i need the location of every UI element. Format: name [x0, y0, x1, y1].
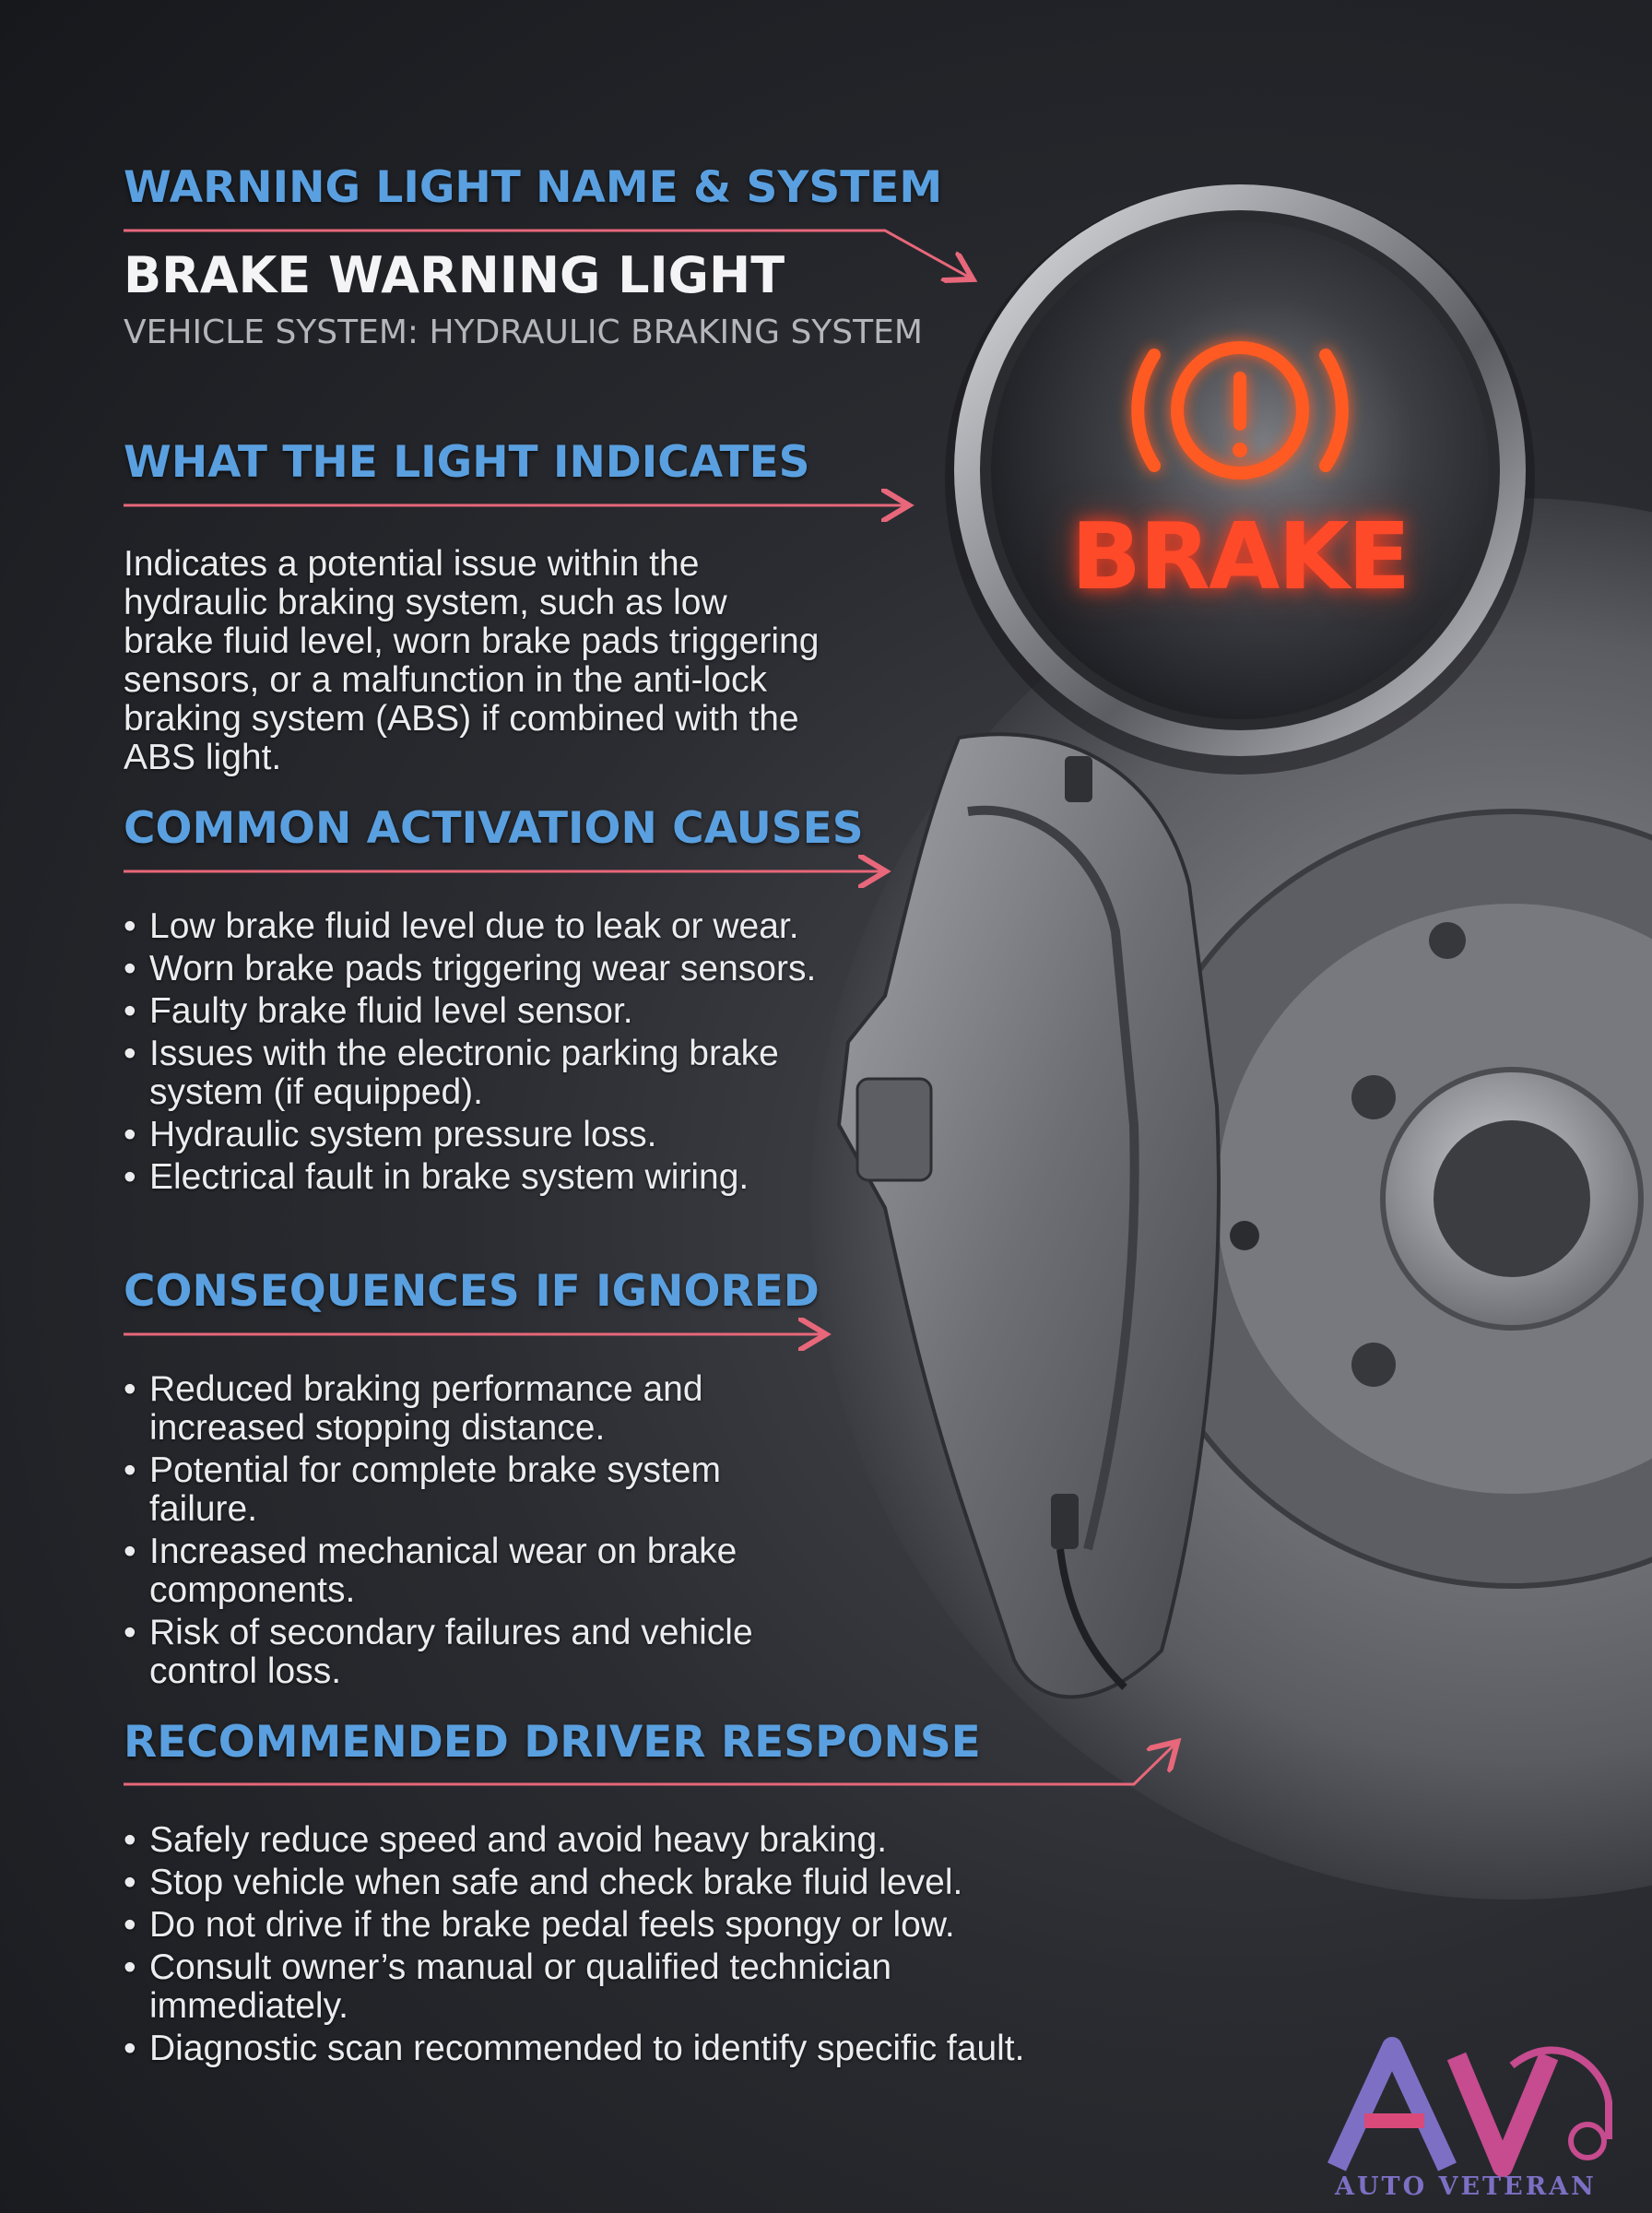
- brake-warning-icon: [1131, 341, 1349, 479]
- list-item: Stop vehicle when safe and check brake f…: [124, 1864, 1092, 1903]
- consequences-list: Reduced braking performance and increase…: [124, 1370, 769, 1691]
- list-item: Do not drive if the brake pedal feels sp…: [124, 1906, 1092, 1946]
- list-item: Faulty brake fluid level sensor.: [124, 992, 824, 1032]
- response-list: Safely reduce speed and avoid heavy brak…: [124, 1821, 1092, 2069]
- list-item: Increased mechanical wear on brake compo…: [124, 1533, 769, 1610]
- auto-veteran-logo-mark: [1328, 2037, 1612, 2177]
- auto-veteran-logo-text: AUTO VETERAN: [1335, 2172, 1597, 2201]
- list-item: Worn brake pads triggering wear sensors.: [124, 950, 824, 989]
- pointer-arrows: [124, 229, 1174, 1786]
- list-item: Electrical fault in brake system wiring.: [124, 1158, 824, 1198]
- heading-name-system: WARNING LIGHT NAME & SYSTEM: [124, 162, 943, 213]
- light-name: BRAKE WARNING LIGHT: [124, 246, 785, 304]
- section-consequences: CONSEQUENCES IF IGNORED Reduced braking …: [124, 1266, 820, 1695]
- list-item: Reduced braking performance and increase…: [124, 1370, 769, 1448]
- brake-indicator-label: BRAKE: [1070, 503, 1410, 610]
- list-item: Potential for complete brake system fail…: [124, 1451, 769, 1529]
- heading-response: RECOMMENDED DRIVER RESPONSE: [124, 1717, 981, 1768]
- section-name-system: WARNING LIGHT NAME & SYSTEM BRAKE WARNIN…: [124, 162, 942, 351]
- arrow-response: [124, 1746, 1174, 1786]
- section-response: RECOMMENDED DRIVER RESPONSE Safely reduc…: [124, 1717, 1092, 2072]
- list-item: Risk of secondary failures and vehicle c…: [124, 1614, 769, 1691]
- list-item: Low brake fluid level due to leak or wea…: [124, 907, 824, 947]
- heading-indicates: WHAT THE LIGHT INDICATES: [124, 437, 810, 488]
- list-item: Safely reduce speed and avoid heavy brak…: [124, 1821, 1092, 1861]
- arrow-name-system: [124, 229, 968, 277]
- vehicle-system: VEHICLE SYSTEM: HYDRAULIC BRAKING SYSTEM: [124, 314, 923, 351]
- section-causes: COMMON ACTIVATION CAUSES Low brake fluid…: [124, 803, 864, 1201]
- list-item: Hydraulic system pressure loss.: [124, 1116, 824, 1155]
- list-item: Diagnostic scan recommended to identify …: [124, 2030, 1092, 2069]
- indicates-description: Indicates a potential issue within the h…: [124, 544, 820, 777]
- list-item: Issues with the electronic parking brake…: [124, 1035, 824, 1112]
- causes-list: Low brake fluid level due to leak or wea…: [124, 907, 824, 1198]
- heading-causes: COMMON ACTIVATION CAUSES: [124, 803, 864, 854]
- heading-consequences: CONSEQUENCES IF IGNORED: [124, 1266, 820, 1317]
- section-indicates: WHAT THE LIGHT INDICATES Indicates a pot…: [124, 437, 824, 777]
- brake-caliper: [836, 732, 1221, 1699]
- list-item: Consult owner’s manual or qualified tech…: [124, 1948, 1092, 2026]
